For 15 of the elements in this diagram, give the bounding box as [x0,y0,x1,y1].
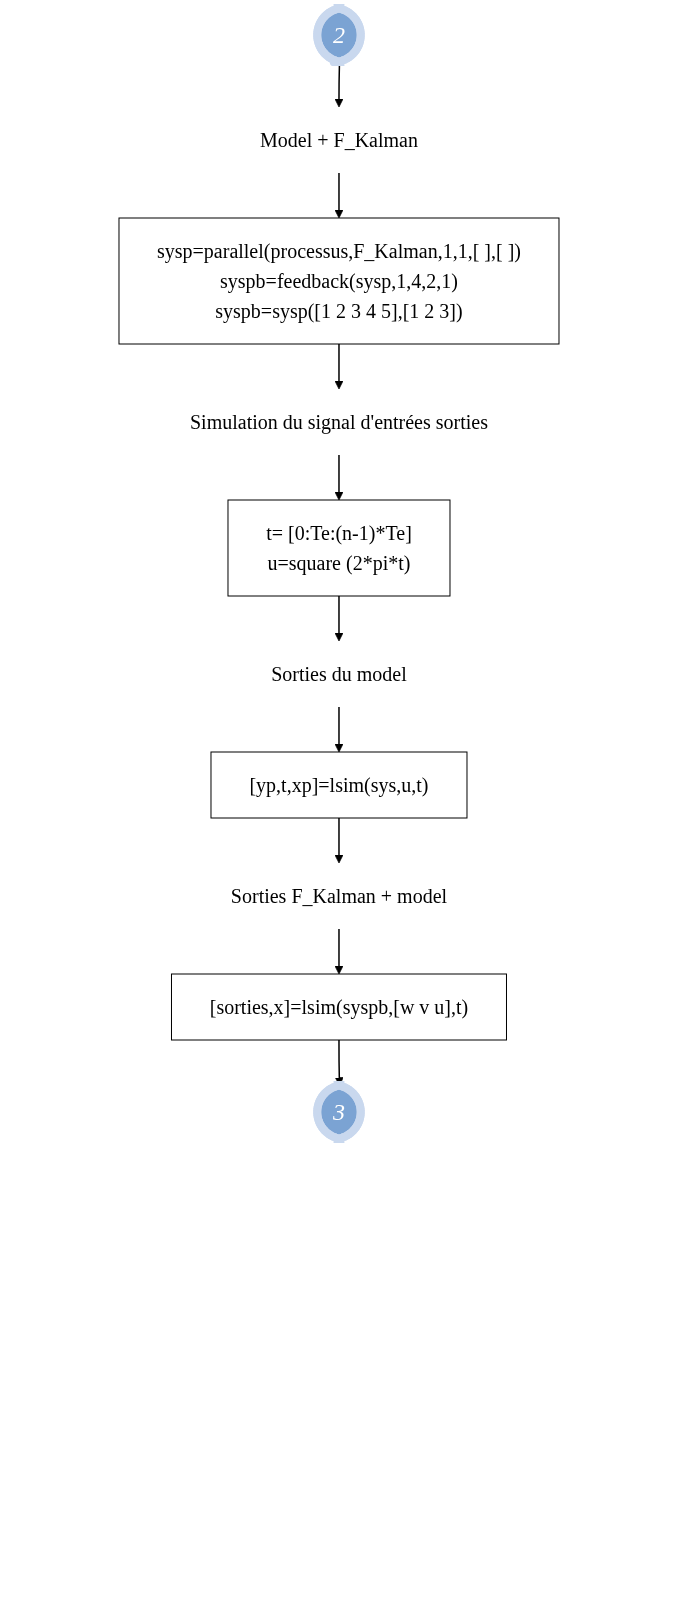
arrow [334,343,344,390]
node-box: sysp=parallel(processus,F_Kalman,1,1,[ ],[ ]) syspb=feedback(sysp,1,4,2,1) syspb=sysp([1 2 3 4 5],[1 2 3]) [118,217,560,345]
arrow [334,454,344,501]
arrow [334,172,344,219]
arrow [334,706,344,753]
node-box: [sorties,x]=lsim(syspb,[w v u],t) [171,973,507,1041]
arrow [334,928,344,975]
node-text: Model + F_Kalman [260,129,418,151]
node-text: Sorties du model [271,663,407,685]
node-text: Simulation du signal d'entrées sorties [189,411,488,433]
node-box: [yp,t,xp]=lsim(sys,u,t) [210,751,468,819]
arrow [334,595,344,642]
node-text: Sorties F_Kalman + model [230,885,448,907]
node-box: t= [0:Te:(n-1)*Te] u=square (2*pi*t) [227,499,451,597]
arrow [334,817,344,864]
